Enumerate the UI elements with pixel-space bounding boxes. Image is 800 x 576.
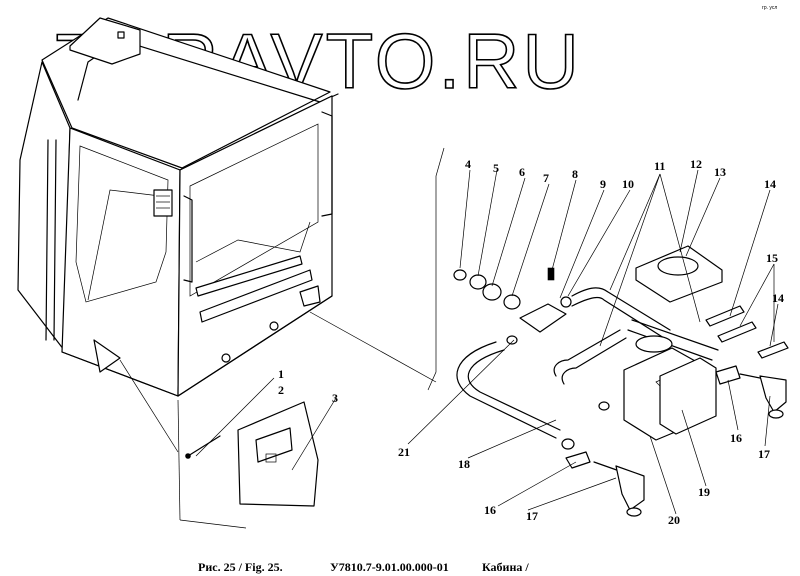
caption-fig: Рис. 25 / Fig. 25. [198,560,283,574]
callout-12: 12 [690,157,702,171]
callout-11: 11 [654,159,665,173]
cover-panel [185,401,319,507]
callout-14-right: 14 [772,291,784,305]
callout-3: 3 [332,391,338,405]
cab-drawing [17,17,437,529]
callout-4: 4 [465,157,471,171]
corner-note: гр. усл [762,5,777,11]
callout-7: 7 [543,171,549,185]
callout-8: 8 [572,167,578,181]
callout-17-right: 17 [758,447,770,461]
callout-19: 19 [698,485,710,499]
callout-2: 2 [278,383,284,397]
divider-line [427,147,445,391]
callout-labels: 1 2 3 4 5 6 7 8 9 10 11 12 13 14 15 14 1… [278,157,784,527]
callout-13: 13 [714,165,726,179]
callout-15: 15 [766,251,778,265]
callout-16-bottom: 16 [484,503,496,517]
callout-21: 21 [398,445,410,459]
callout-6: 6 [519,165,525,179]
callout-14-top: 14 [764,177,776,191]
callout-18: 18 [458,457,470,471]
callout-1: 1 [278,367,284,381]
callout-16-right: 16 [730,431,742,445]
callout-leaders [195,169,779,515]
callout-20: 20 [668,513,680,527]
caption-code: У7810.7-9.01.00.000-01 [330,560,449,574]
callout-17-bottom: 17 [526,509,538,523]
callout-9: 9 [600,177,606,191]
figure-caption: Рис. 25 / Fig. 25. У7810.7-9.01.00.000-0… [198,560,529,574]
callout-5: 5 [493,161,499,175]
caption-title: Кабина / [482,560,529,574]
callout-10: 10 [622,177,634,191]
